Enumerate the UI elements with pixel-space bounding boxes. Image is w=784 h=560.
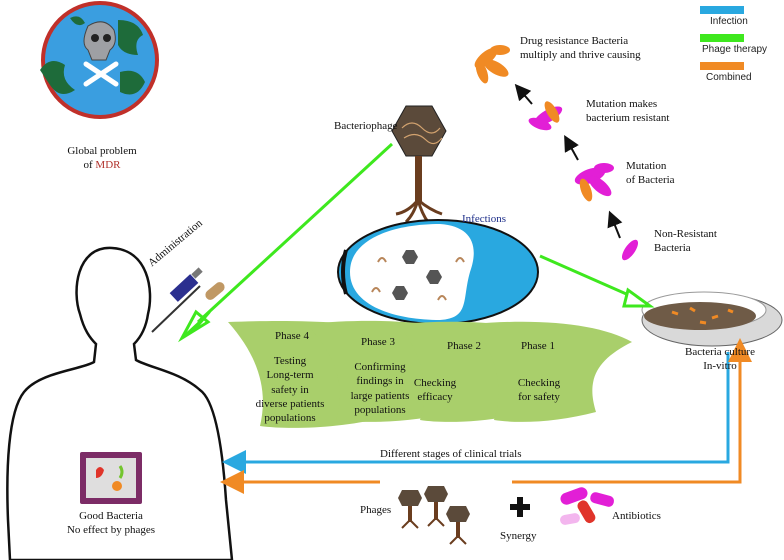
phase3-text: Confirming findings in large patients po… — [330, 360, 430, 417]
non-resistant-line2: Bacteria — [654, 241, 691, 254]
legend-infection-label: Infection — [710, 16, 748, 27]
phase4-line3: safety in — [271, 383, 309, 396]
phase2-text: Checking efficacy — [400, 376, 470, 405]
phase1-text: Checking for safety — [504, 376, 574, 405]
legend-phage-therapy-label: Phage therapy — [702, 44, 768, 55]
mutation-resistant-label: Mutation makes bacterium resistant — [586, 98, 669, 126]
non-resistant-line1: Non-Resistant — [654, 228, 717, 240]
globe-caption-line2: of MDR — [62, 159, 142, 173]
clinical-trials-label: Different stages of clinical trials — [380, 448, 522, 460]
mutation-line1: Mutation — [626, 160, 667, 172]
phase3-title: Phase 3 — [361, 336, 395, 348]
phase2-line1: Checking — [413, 377, 457, 389]
combined-path-line-right — [512, 338, 752, 484]
legend-combined-label: Combined — [706, 72, 752, 83]
legend-swatches — [700, 6, 744, 70]
globe-caption: Global problem of MDR — [62, 145, 142, 173]
drug-resistance-line1: Drug resistance Bacteria — [520, 35, 629, 47]
culture-line1: Bacteria culture — [685, 346, 755, 358]
drug-resistance-line2: multiply and thrive causing — [520, 48, 641, 61]
bacteriophage-icon — [391, 105, 447, 224]
non-resistant-label: Non-Resistant Bacteria — [654, 228, 717, 256]
arrow-non-resistant-to-mutation — [607, 210, 623, 239]
culture-line2: In-vitro — [703, 359, 737, 372]
phase2-line2: efficacy — [417, 391, 453, 404]
good-bacteria-line1: Good Bacteria — [79, 510, 143, 522]
phase3-line4: populations — [354, 403, 406, 416]
arrow-mutation-to-resistant — [564, 135, 579, 161]
phase1-line2: for safety — [518, 391, 560, 404]
globe-caption-line1: Global problem — [67, 145, 137, 157]
good-bacteria-line2: No effect by phages — [66, 523, 156, 536]
legend-infection-swatch — [700, 6, 744, 14]
antibiotics-label: Antibiotics — [612, 510, 661, 522]
phase4-line2: Long-term — [266, 369, 314, 382]
mdr-highlight: MDR — [95, 158, 121, 171]
phage-therapy-arrow-to-human — [196, 142, 394, 324]
phase4-text: Testing Long-term safety in diverse pati… — [240, 354, 340, 425]
drug-resistance-label: Drug resistance Bacteria multiply and th… — [520, 35, 641, 63]
mutating-bacteria — [574, 163, 614, 202]
phase3-line1: Confirming — [354, 361, 406, 373]
phase4-title: Phase 4 — [275, 330, 309, 342]
globe-caption-prefix: of — [83, 158, 96, 171]
mutation-resistant-line1: Mutation makes — [586, 98, 658, 110]
phase4-line5: populations — [264, 412, 316, 425]
human-silhouette — [6, 246, 234, 560]
phage-therapy-arrow-to-culture — [539, 254, 641, 302]
globe-icon — [40, 1, 159, 119]
phase3-line2: findings in — [356, 375, 404, 388]
mutated-resistant-bacteria — [528, 101, 563, 131]
mutation-label: Mutation of Bacteria — [626, 160, 675, 188]
legend-combined-swatch — [700, 62, 744, 70]
infection-path-line — [222, 352, 730, 474]
good-bacteria-label: Good Bacteria No effect by phages — [56, 510, 166, 538]
phages-label: Phages — [360, 504, 392, 516]
plus-icon — [510, 497, 530, 517]
phase3-line3: large patients — [350, 389, 410, 402]
phages-bottom-icon — [398, 486, 470, 545]
phase1-title: Phase 1 — [521, 340, 555, 352]
bacteriophage-label: Bacteriophage — [334, 120, 398, 132]
infections-label: Infections — [462, 213, 506, 225]
mutation-line2: of Bacteria — [626, 173, 675, 186]
arrow-resistant-to-multiply — [514, 83, 533, 105]
pill-icon — [205, 282, 225, 300]
phase1-line1: Checking — [517, 377, 561, 389]
legend-phage-therapy-swatch — [700, 34, 744, 42]
resistant-bacteria-cluster — [474, 45, 510, 84]
culture-label: Bacteria culture In-vitro — [670, 346, 770, 374]
non-resistant-bacterium — [621, 239, 639, 261]
syringe-icon — [151, 267, 203, 333]
culture-dish-icon — [641, 291, 783, 347]
phase2-title: Phase 2 — [447, 340, 481, 352]
phase4-line4: diverse patients — [255, 397, 325, 410]
synergy-label: Synergy — [500, 530, 537, 542]
phase-leaves — [228, 320, 632, 428]
mutation-resistant-line2: bacterium resistant — [586, 111, 670, 124]
good-bacteria-box — [80, 452, 142, 504]
infection-dish-icon — [337, 219, 539, 325]
phase4-line1: Testing — [273, 355, 307, 367]
antibiotics-icon — [560, 487, 615, 525]
